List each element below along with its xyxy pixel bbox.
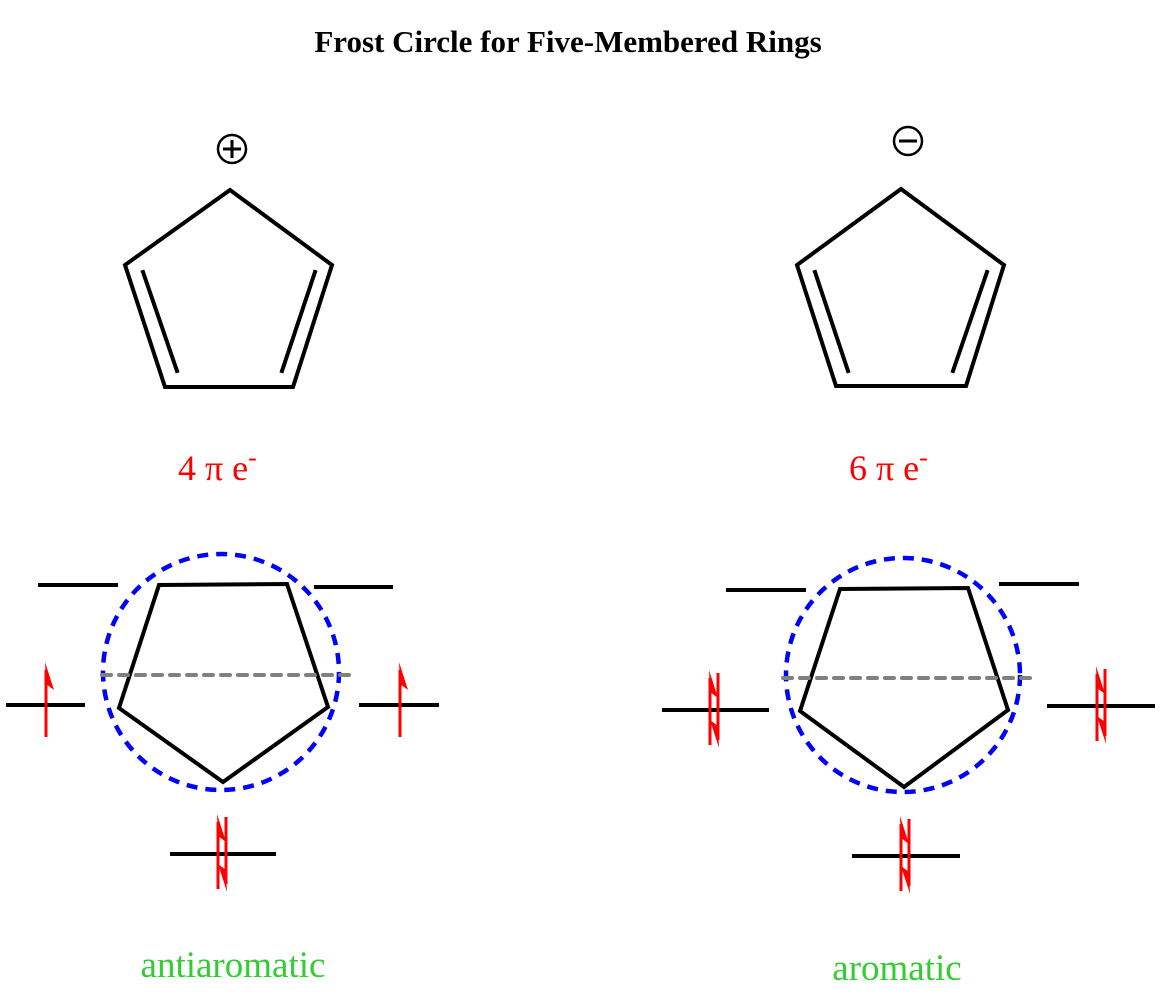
double-bond (812, 269, 851, 374)
anion-structure (794, 125, 1007, 388)
anion-ring (794, 186, 1007, 388)
aromaticity-label-anion: aromatic (832, 948, 961, 989)
inscribed-pentagon (797, 585, 1011, 790)
electron-spin-up-arrow (216, 814, 226, 889)
electron-pair-middle_right (398, 662, 408, 737)
aromaticity-label-cation: antiaromatic (141, 945, 326, 986)
electron-pair-middle_left (708, 670, 720, 748)
double-bond (140, 269, 180, 374)
cation-ring (122, 187, 335, 389)
positive-charge-icon (216, 133, 248, 165)
frost-diagram-anion (662, 555, 1155, 894)
electron-spin-up-arrow (708, 670, 718, 745)
negative-charge-icon (892, 125, 924, 157)
electron-spin-up-arrow (1095, 666, 1105, 741)
frost-circle (783, 555, 1023, 795)
electron-pair-lowest (899, 816, 911, 894)
electron-count-cation: 4 π e- (178, 443, 257, 488)
electron-spin-up-arrow (44, 662, 54, 737)
frost-diagram-cation (6, 551, 439, 892)
electron-pair-middle_left (44, 662, 54, 737)
double-bond (950, 269, 990, 374)
electron-spin-down-arrow (218, 817, 228, 892)
electron-spin-up-arrow (398, 662, 408, 737)
frost-circle (100, 551, 342, 793)
electron-spin-down-arrow (710, 673, 720, 748)
electron-count-anion: 6 π e- (849, 443, 928, 488)
electron-spin-down-arrow (1097, 669, 1107, 744)
electron-spin-up-arrow (899, 816, 909, 891)
diagram-title: Frost Circle for Five-Membered Rings (314, 24, 821, 59)
double-bond (279, 269, 318, 374)
electron-pair-middle_right (1095, 666, 1107, 744)
electron-spin-down-arrow (901, 819, 911, 894)
inscribed-pentagon (116, 581, 331, 785)
electron-pair-lowest (216, 814, 228, 892)
cation-structure (122, 133, 335, 389)
